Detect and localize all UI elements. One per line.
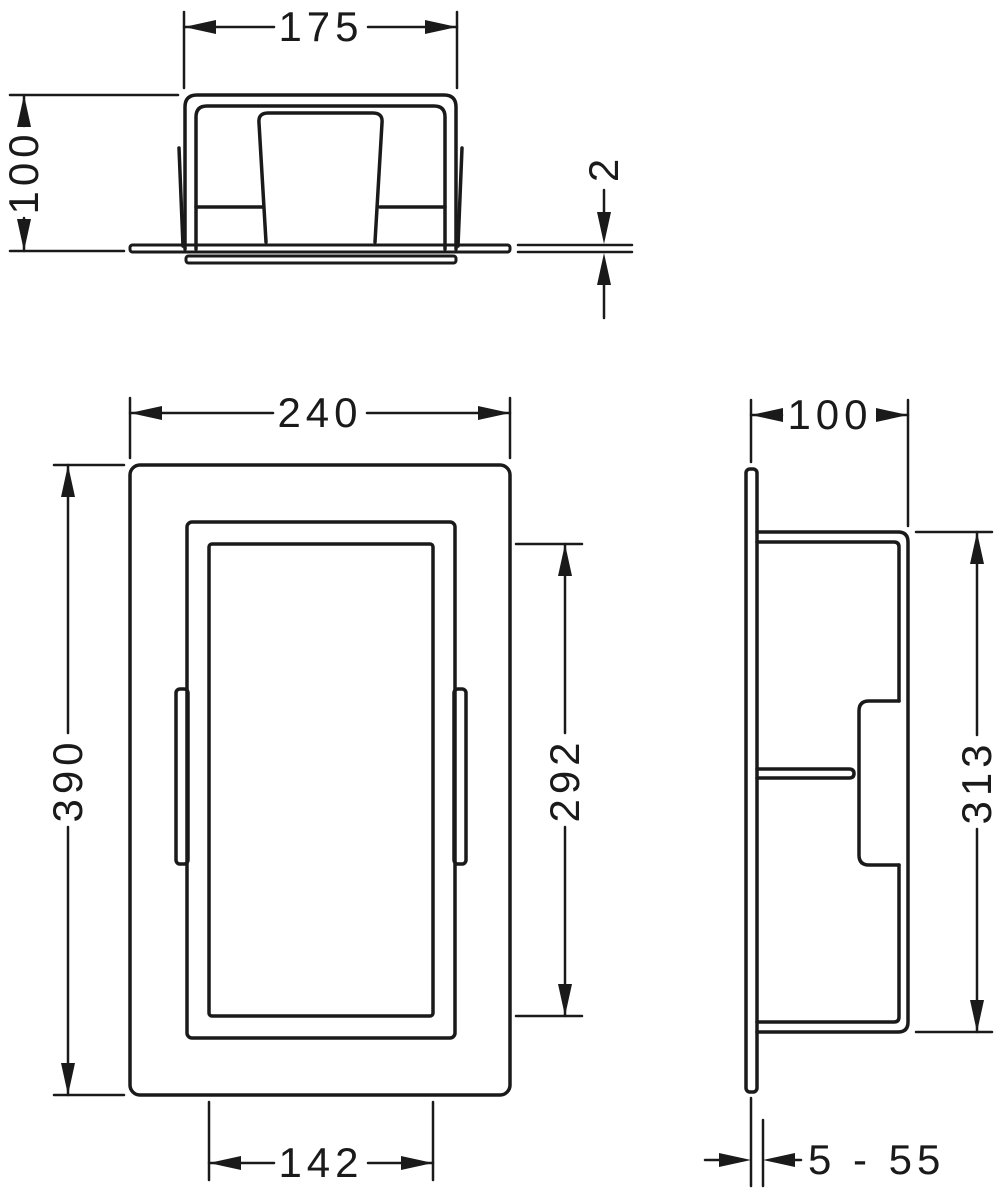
- front-view-tab-right: [452, 687, 468, 866]
- front-view-bevel-frame: [185, 520, 457, 1040]
- front-view-outer-frame: [128, 463, 512, 1097]
- dim-240-arrow-right: [478, 406, 510, 420]
- side-view-bracket: [857, 699, 901, 867]
- front-view: 240 390 292 142: [44, 389, 588, 1186]
- dim-240-arrow-left: [130, 406, 162, 420]
- side-view-box-outer: [755, 530, 910, 1034]
- dim-100t-arrow-up: [17, 95, 31, 127]
- dim-390-arrow-up: [61, 465, 75, 497]
- side-view-box-inner-bottom: [755, 863, 901, 1024]
- dim-2-arrow-down: [597, 212, 611, 244]
- dim-555-label: 5 - 55: [808, 1136, 945, 1183]
- front-view-tab-left: [174, 687, 190, 866]
- dim-2-label: 2: [580, 154, 627, 182]
- dim-100s-label: 100: [787, 391, 872, 438]
- front-view-inner-opening: [207, 542, 435, 1018]
- top-view-box-outer: [183, 93, 458, 251]
- top-view-frame-bar: [184, 254, 458, 265]
- dim-142-label: 142: [278, 1139, 363, 1186]
- dim-292-arrow-down: [558, 984, 572, 1016]
- dim-313-label: 313: [953, 739, 1000, 824]
- top-view-cavity: [257, 111, 384, 244]
- dim-313-arrow-down: [970, 1000, 984, 1032]
- dim-313-arrow-up: [970, 532, 984, 564]
- dim-292-label: 292: [541, 737, 588, 822]
- top-view-flange-plate: [128, 243, 512, 254]
- dim-2-arrow-up: [597, 253, 611, 285]
- side-view-clip-arm: [755, 767, 856, 780]
- dim-100s-arrow-right: [876, 408, 908, 422]
- dim-175-arrow-left: [184, 20, 216, 34]
- dim-390-arrow-down: [61, 1063, 75, 1095]
- dim-100t-arrow-down: [17, 219, 31, 251]
- top-view-clip-right: [456, 146, 464, 248]
- dim-555-arrow-left: [763, 1153, 795, 1167]
- side-view-flange: [744, 467, 759, 1094]
- side-view-box-inner-top: [755, 540, 901, 703]
- dim-142-arrow-left: [209, 1156, 241, 1170]
- top-view: 175 100 2: [0, 3, 634, 320]
- dim-100s-arrow-left: [751, 408, 783, 422]
- top-view-box-inner: [194, 104, 447, 251]
- side-view: 100 313 5 - 55: [703, 391, 1000, 1188]
- dim-240-label: 240: [277, 389, 362, 436]
- dim-292-arrow-up: [558, 544, 572, 576]
- dim-175-label: 175: [278, 3, 363, 50]
- dim-100t-label: 100: [0, 129, 47, 214]
- dim-142-arrow-right: [401, 1156, 433, 1170]
- dim-555-arrow-right: [719, 1153, 751, 1167]
- dim-175-arrow-right: [425, 20, 457, 34]
- top-view-clip-left: [177, 146, 185, 248]
- dim-390-label: 390: [44, 737, 91, 822]
